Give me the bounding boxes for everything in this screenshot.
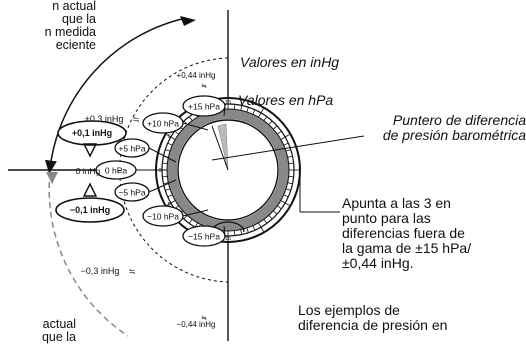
dial-tick (285, 149, 291, 152)
dial-gray-band (167, 109, 289, 231)
hpa-bubbles: +15 hPa +10 hPa +5 hPa 0 hPa −5 hPa −10 hPa −1… (95, 95, 226, 247)
dial-tick (273, 125, 278, 130)
dial-tick (166, 200, 176, 206)
arc-start-arrow-icon (180, 16, 196, 26)
bubble-pointer (182, 122, 209, 131)
hpa-values-title: Valores en hPa (238, 92, 334, 108)
inhg-label: +0,1 inHg (72, 128, 112, 138)
dial-tick (246, 227, 249, 233)
dial-tick (263, 116, 268, 121)
approx-symbol: ≒ (129, 267, 136, 276)
dial-tick (188, 116, 193, 121)
approx-symbol: ≒ (133, 115, 140, 124)
dial-tick-number: 15 (225, 100, 231, 106)
inhg-label: +0,44 inHg (177, 71, 216, 80)
dial-tick (283, 194, 289, 198)
down-triangle-icon (82, 143, 98, 158)
dial-tick (167, 194, 173, 198)
dial-tick-number: 5 (168, 134, 171, 140)
dial-tick (167, 142, 173, 146)
decrease-arc (48, 171, 129, 337)
hpa-label: −15 hPa (188, 232, 220, 242)
dial-tick (268, 120, 273, 125)
inhg-bubble (55, 197, 125, 223)
bubble-pointer (148, 147, 177, 163)
dial-tick (252, 225, 256, 231)
note-examples: Los ejemplos de diferencia de presión en (298, 302, 448, 333)
dial-tick (165, 149, 171, 152)
dial-tick (287, 155, 293, 158)
dial-tick (166, 134, 176, 140)
dial-tick (285, 188, 291, 191)
up-triangle-icon (82, 182, 98, 197)
hpa-label: +10 hPa (147, 119, 179, 129)
dial-tick (288, 175, 294, 178)
note-three-oclock: Apunta a las 3 en punto para las diferen… (342, 195, 472, 271)
dial-tick (183, 215, 188, 220)
inhg-labels: +0,44 inHg +0,3 inHg ≒ +0,1 inHg 0 inHg = −0,1… (55, 71, 216, 329)
arc-down-arrow-icon (46, 172, 58, 184)
dial-tick (287, 182, 293, 185)
hpa-label: 0 hPa (105, 166, 127, 176)
dial-tick (263, 219, 268, 224)
dial-tick (162, 175, 168, 178)
dial-tick (258, 108, 264, 118)
dial-tick (277, 205, 282, 210)
inhg-label: −0,44 inHg (177, 320, 216, 329)
pointer-leader-line (211, 135, 365, 161)
hpa-bubble (142, 112, 184, 134)
hpa-bubble (114, 138, 150, 158)
increase-arc (44, 17, 187, 174)
dial-tick (288, 162, 294, 165)
hpa-label: +5 hPa (118, 144, 145, 154)
approx-symbol: ≒ (201, 83, 207, 90)
dial-tick (277, 130, 282, 135)
caption-top-left: n actual que la n medida eciente (44, 0, 96, 52)
inhg-label: −0,1 inHg (70, 205, 110, 215)
pressure-pointer (217, 123, 229, 171)
dial-tick (233, 230, 236, 236)
hpa-label: −10 hPa (147, 212, 179, 222)
dial-tick (188, 219, 193, 224)
approx-symbol: ≒ (201, 315, 207, 322)
dial-tick (163, 182, 169, 185)
dial-tick (233, 104, 236, 110)
dial-tick (240, 229, 243, 235)
hpa-bubble (182, 225, 226, 247)
inhg-label: 0 inHg (76, 166, 101, 176)
dial-tick (280, 134, 290, 140)
dial-tick-number: 0 (158, 168, 161, 174)
dial-tick (268, 215, 273, 220)
hpa-bubble (142, 205, 184, 227)
dial-tick-number: 15 (225, 236, 231, 242)
hpa-label: +15 hPa (188, 102, 220, 112)
hpa-label: −5 hPa (118, 188, 145, 198)
dial-tick (283, 142, 289, 146)
inhg-label: −0,3 inHg (81, 266, 120, 276)
dial-tick (162, 162, 168, 165)
dial-tick (258, 222, 264, 232)
inhg-values-title: Valores en inHg (240, 54, 340, 70)
inhg-label: +0,3 inHg (85, 114, 124, 124)
approx-symbol: = (118, 167, 123, 176)
dial-tick (273, 210, 278, 215)
inhg-bubble (57, 120, 127, 146)
hpa-bubble (182, 95, 226, 117)
dial-tick (240, 105, 243, 111)
hpa-bubble (114, 182, 150, 202)
dial-tick (280, 200, 290, 206)
dial-tick (252, 109, 256, 115)
bubble-pointer (148, 179, 177, 193)
bubble-pointer (182, 209, 209, 217)
dial-tick (174, 130, 179, 135)
pointer-title: Puntero de diferencia de presión baromét… (382, 112, 526, 143)
dial-tick (246, 107, 249, 113)
caption-bottom-left: actual que la (41, 317, 76, 344)
hpa-bubble (95, 160, 137, 180)
dial-tick (165, 188, 171, 191)
dial-tick-number: 5 (168, 202, 171, 208)
